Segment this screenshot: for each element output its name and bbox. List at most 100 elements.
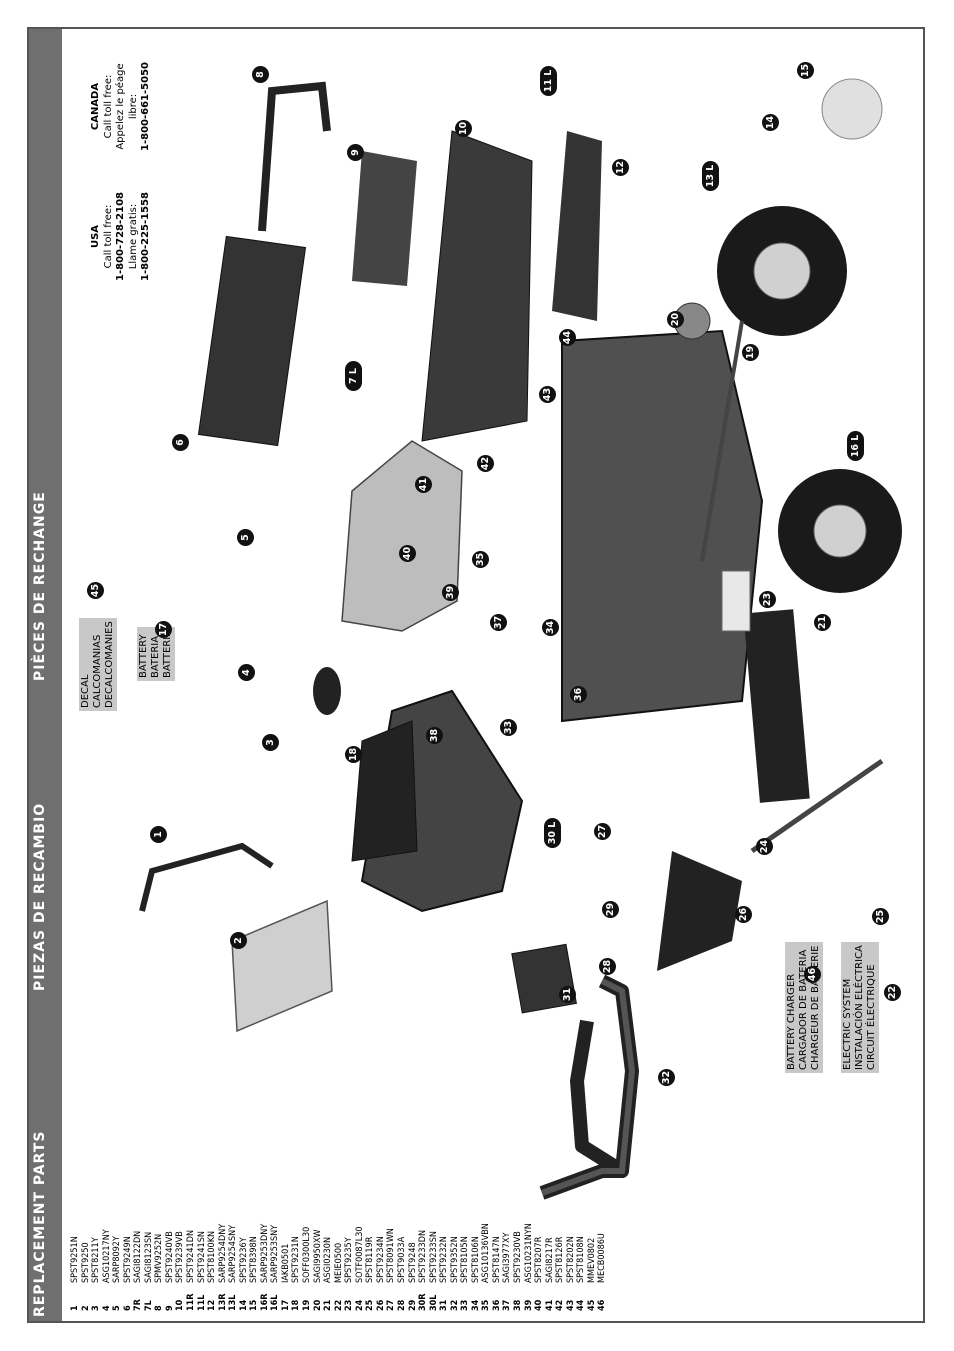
part-number: 28 bbox=[396, 1299, 407, 1311]
callout-electric: 22 bbox=[884, 984, 901, 1001]
parts-list-row: 4ASG10217NY bbox=[102, 1223, 113, 1311]
part-number: 45 bbox=[586, 1299, 597, 1311]
parts-list-row: 29SPST9248 bbox=[408, 1223, 419, 1311]
part-code: SOTF0087L30 bbox=[354, 1226, 365, 1283]
parts-list-row: 27SPST8091WN bbox=[386, 1223, 397, 1311]
part-code: SPST9235Y bbox=[344, 1237, 355, 1283]
parts-list-row: 36SPST8147N bbox=[492, 1223, 503, 1311]
parts-list-row: 33SPST8105N bbox=[460, 1223, 471, 1311]
decal-box: DECAL CALCOMANIAS DECALCOMANIES bbox=[79, 618, 117, 711]
seat-drawing bbox=[341, 440, 463, 632]
part-12-drawing bbox=[552, 131, 602, 321]
part-number: 7R bbox=[133, 1299, 144, 1311]
exploded-diagram bbox=[139, 78, 902, 1200]
part-number: 14 bbox=[238, 1299, 249, 1311]
part-code: SAGI8123SN bbox=[143, 1231, 154, 1283]
part-code: SPST8105N bbox=[460, 1236, 471, 1283]
part-code: SAGI3977XY bbox=[502, 1232, 513, 1283]
parts-list-row: 46MECB0086U bbox=[597, 1223, 608, 1311]
electric-line-3: CIRCUIT ÉLECTRIQUE bbox=[866, 964, 877, 1070]
part-number: 30L bbox=[428, 1294, 439, 1311]
callout-31: 31 bbox=[559, 986, 576, 1003]
part-code: SPST9232N bbox=[439, 1236, 450, 1283]
callout-26: 26 bbox=[735, 906, 752, 923]
callout-42: 42 bbox=[477, 455, 494, 472]
parts-list-row: 35ASG10136VBN bbox=[481, 1223, 492, 1311]
part-code: SARP8092Y bbox=[112, 1236, 123, 1283]
part-code: SPST8202N bbox=[565, 1236, 576, 1283]
axle-front-drawing bbox=[750, 758, 884, 854]
callout-24: 24 bbox=[756, 838, 773, 855]
part-code: SPST9234N bbox=[375, 1236, 386, 1283]
part-number: 5 bbox=[112, 1305, 123, 1311]
decal-line-1: DECAL bbox=[80, 674, 91, 708]
front-bumper-drawing bbox=[539, 974, 639, 1200]
part-number: 8 bbox=[154, 1305, 165, 1311]
callout-charger: 46 bbox=[804, 966, 821, 983]
callout-4: 4 bbox=[238, 664, 255, 681]
callout-19: 19 bbox=[742, 344, 759, 361]
parts-list-row: 23SPST9235Y bbox=[344, 1223, 355, 1311]
callout-44: 44 bbox=[559, 329, 576, 346]
parts-list-row: 45MMEV0802 bbox=[587, 1223, 598, 1311]
callout-18: 18 bbox=[345, 746, 362, 763]
parts-list-row: 19SOFF0300L30 bbox=[302, 1223, 313, 1311]
fender-drawing bbox=[657, 851, 742, 971]
parts-list-row: 39ASG10231NYN bbox=[524, 1223, 535, 1311]
part-number: 46 bbox=[597, 1299, 608, 1311]
callout-41: 41 bbox=[415, 476, 432, 493]
decal-line-2: CALCOMANIAS bbox=[92, 634, 103, 708]
parts-list-row: 30LSPST9233SN bbox=[429, 1223, 440, 1311]
parts-list-row: 6SPST9249N bbox=[123, 1223, 134, 1311]
callout-43: 43 bbox=[539, 386, 556, 403]
part-number: 21 bbox=[323, 1299, 334, 1311]
part-number: 37 bbox=[502, 1299, 513, 1311]
part-code: SPST8398N bbox=[249, 1236, 260, 1283]
parts-list-row: 21 ASGI0230N bbox=[323, 1223, 334, 1311]
gearbox-drawing bbox=[743, 609, 810, 803]
callout-36: 36 bbox=[570, 686, 587, 703]
part-code: ASGI0230N bbox=[323, 1237, 334, 1283]
parts-list-row: 16LSARP9253SNY bbox=[270, 1223, 281, 1311]
parts-list-row: 25SPST8119R bbox=[365, 1223, 376, 1311]
parts-list-row: 16RSARP9253DNY bbox=[260, 1223, 271, 1311]
part-code: MEIE0500 bbox=[333, 1242, 344, 1283]
callout-12: 12 bbox=[612, 159, 629, 176]
parts-list-row: 18SPST9231N bbox=[291, 1223, 302, 1311]
part-number: 27 bbox=[386, 1299, 397, 1311]
parts-list-row: 32SPST9352N bbox=[450, 1223, 461, 1311]
callout-16-l: 16 L bbox=[847, 431, 864, 461]
part-number: 30R bbox=[418, 1293, 429, 1311]
part-number: 22 bbox=[333, 1299, 344, 1311]
part-code: SPST9248 bbox=[407, 1242, 418, 1283]
part-code: SPST8126R bbox=[555, 1236, 566, 1283]
part-number: 31 bbox=[439, 1299, 450, 1311]
part-number: 40 bbox=[534, 1299, 545, 1311]
part-code: SPST8100KN bbox=[207, 1230, 218, 1283]
part-number: 9 bbox=[164, 1305, 175, 1311]
callout-32: 32 bbox=[658, 1069, 675, 1086]
front-bumper-inner bbox=[540, 978, 636, 1196]
canada-contact: CANADA Call toll free: Appelez le péage … bbox=[90, 62, 153, 151]
parts-list-row: 37 SAGI3977XY bbox=[502, 1223, 513, 1311]
usa-contact: USA Call toll free: 1-800-728-2108 Llame… bbox=[90, 192, 153, 281]
part-code: SAGI8217R bbox=[544, 1237, 555, 1283]
front-bar-drawing bbox=[139, 842, 274, 912]
parts-list-row: 38SPST9230VB bbox=[513, 1223, 524, 1311]
part-number: 39 bbox=[523, 1299, 534, 1311]
steering-wheel-drawing bbox=[313, 667, 341, 715]
part-number: 41 bbox=[544, 1299, 555, 1311]
part-number: 16L bbox=[270, 1294, 281, 1311]
part-number: 2 bbox=[80, 1305, 91, 1311]
part-code: SPST9230VB bbox=[512, 1231, 523, 1283]
part-number: 15 bbox=[249, 1299, 260, 1311]
part-number: 17 bbox=[280, 1299, 291, 1311]
part-code: SPST9240VB bbox=[164, 1231, 175, 1283]
canada-country: CANADA bbox=[90, 82, 101, 131]
canada-line1: Call toll free: bbox=[102, 74, 114, 139]
part-code: SAGI8122DN bbox=[133, 1230, 144, 1283]
battery-charger-box: BATTERY CHARGER CARGADOR DE BATERIA CHAR… bbox=[785, 942, 823, 1073]
parts-list-row: 15 SPST8398N bbox=[249, 1223, 260, 1311]
part-code: SAGI9950XW bbox=[312, 1229, 323, 1283]
decal-line-3: DECALCOMANIES bbox=[104, 621, 115, 708]
